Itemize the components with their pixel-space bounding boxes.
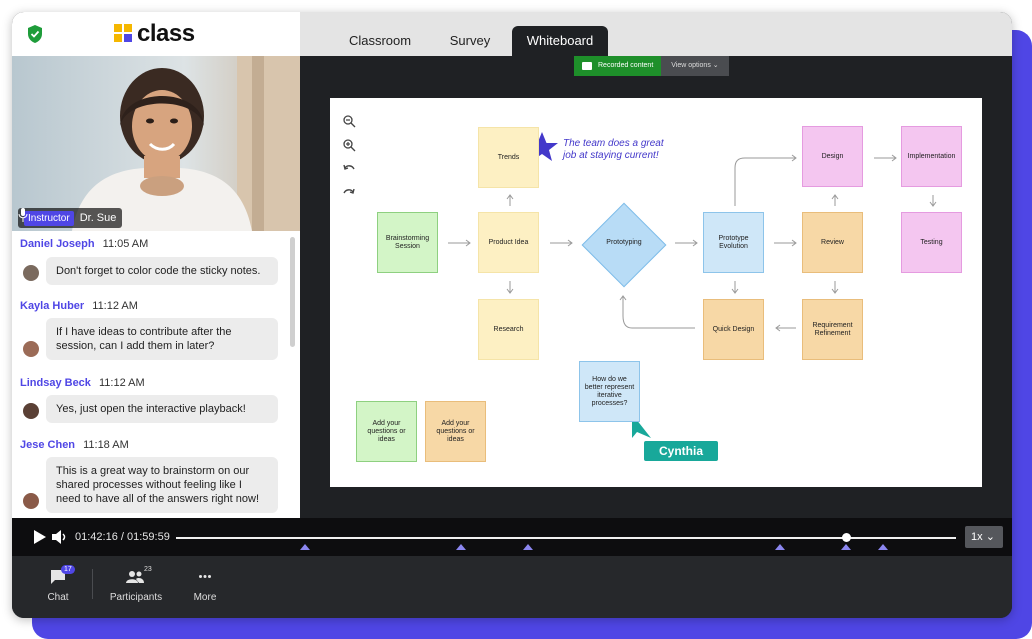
instructor-video-image <box>12 56 300 231</box>
participants-button[interactable]: 23 Participants <box>106 566 166 603</box>
sticky-note-review[interactable]: Review <box>802 212 863 273</box>
message-time: 11:18 AM <box>83 439 129 451</box>
cursor-user-label: Cynthia <box>644 441 718 461</box>
sticky-note-product-idea[interactable]: Product Idea <box>478 212 539 273</box>
sticky-note-implementation[interactable]: Implementation <box>901 126 962 187</box>
chevron-down-icon: ⌄ <box>985 531 995 543</box>
sticky-note-testing[interactable]: Testing <box>901 212 962 273</box>
avatar <box>23 403 39 419</box>
message-header: Lindsay Beck 11:12 AM <box>20 377 145 389</box>
sticky-note-question[interactable]: How do we better represent iterative pro… <box>579 361 640 422</box>
message-bubble: If I have ideas to contribute after the … <box>46 318 278 360</box>
zoom-in-icon[interactable] <box>342 138 356 152</box>
instructor-name-tag: Instructor Dr. Sue <box>18 208 123 228</box>
participants-label: Participants <box>109 592 163 603</box>
view-options-label: View options <box>671 62 711 69</box>
sticky-note-requirement-refinement[interactable]: Requirement Refinement <box>802 299 863 360</box>
recorded-content-label: Recorded content <box>598 62 654 69</box>
message-time: 11:12 AM <box>98 377 145 389</box>
message-header: Jese Chen 11:18 AM <box>20 439 129 451</box>
sticky-note-trends[interactable]: Trends <box>478 127 539 188</box>
chat-count-badge: 17 <box>61 565 75 574</box>
tab-survey[interactable]: Survey <box>449 33 491 48</box>
message-bubble: Yes, just open the interactive playback! <box>46 395 278 423</box>
redo-icon[interactable] <box>342 186 356 200</box>
tab-classroom[interactable]: Classroom <box>348 33 412 48</box>
progress-knob[interactable] <box>842 533 851 542</box>
divider <box>92 569 93 599</box>
chat-icon <box>51 570 65 584</box>
message-header: Daniel Joseph 11:05 AM <box>20 238 148 250</box>
avatar <box>23 493 39 509</box>
sticky-note-design[interactable]: Design <box>802 126 863 187</box>
message-time: 11:12 AM <box>92 300 138 312</box>
logo: class <box>114 20 195 47</box>
microphone-icon <box>18 208 28 222</box>
chat-label: Chat <box>47 592 69 603</box>
instructor-name: Dr. Sue <box>79 212 117 224</box>
timeline-marker[interactable] <box>841 544 851 550</box>
avatar <box>23 341 39 357</box>
playback-speed-select[interactable]: 1x ⌄ <box>965 526 1003 548</box>
timeline-marker[interactable] <box>775 544 785 550</box>
logo-mark-icon <box>114 24 134 44</box>
chat-button[interactable]: 17 Chat <box>40 565 76 603</box>
chat-panel: Daniel Joseph 11:05 AM Don't forget to c… <box>12 231 300 518</box>
playback-time: 01:42:16 / 01:59:59 <box>75 531 170 543</box>
tab-whiteboard[interactable]: Whiteboard <box>512 26 608 56</box>
more-button[interactable]: More <box>188 566 222 603</box>
sticky-note-prototype-evolution[interactable]: Prototype Evolution <box>703 212 764 273</box>
bottom-toolbar: 17 Chat 23 Participants More <box>12 556 1012 618</box>
sticky-note-add-ideas-green[interactable]: Add your questions or ideas <box>356 401 417 462</box>
logo-text: class <box>137 20 195 47</box>
avatar <box>23 265 39 281</box>
sticky-note-quick-design[interactable]: Quick Design <box>703 299 764 360</box>
participants-count: 23 <box>144 566 152 573</box>
message-author[interactable]: Lindsay Beck <box>20 377 91 389</box>
annotation-text: The team does a great job at staying cur… <box>563 138 664 161</box>
header: class <box>12 12 300 56</box>
sticky-note-research[interactable]: Research <box>478 299 539 360</box>
sticky-note-brainstorming[interactable]: Brainstorming Session <box>377 212 438 273</box>
instructor-role-badge: Instructor <box>24 210 74 226</box>
message-header: Kayla Huber 11:12 AM <box>20 300 138 312</box>
progress-track[interactable] <box>176 537 956 539</box>
message-bubble: Don't forget to color code the sticky no… <box>46 257 278 285</box>
undo-icon[interactable] <box>342 162 356 176</box>
app-window: class Classroom Survey Whiteboard <box>12 12 1012 618</box>
recorded-content-badge: Recorded content <box>574 56 662 76</box>
message-bubble: This is a great way to brainstorm on our… <box>46 457 278 513</box>
shield-check-icon <box>28 25 42 43</box>
message-author[interactable]: Kayla Huber <box>20 300 85 312</box>
playback-speed-value: 1x <box>971 531 983 543</box>
sticky-note-add-ideas-orange[interactable]: Add your questions or ideas <box>425 401 486 462</box>
recording-controls: Recorded content View options ⌄ <box>574 56 729 76</box>
prototyping-label: Prototyping <box>606 239 642 246</box>
play-icon[interactable] <box>34 530 46 544</box>
playback-bar: 01:42:16 / 01:59:59 1x ⌄ <box>12 518 1012 556</box>
whiteboard-canvas[interactable]: Trends Brainstorming Session Product Ide… <box>330 98 982 487</box>
instructor-video[interactable]: Instructor Dr. Sue <box>12 56 300 231</box>
message-time: 11:05 AM <box>102 238 149 250</box>
tab-bar: Classroom Survey Whiteboard <box>300 12 1012 56</box>
chat-scrollbar[interactable] <box>290 237 295 347</box>
clapperboard-icon <box>582 62 592 70</box>
more-icon <box>199 575 211 578</box>
timeline-marker[interactable] <box>523 544 533 550</box>
volume-icon[interactable] <box>52 529 68 545</box>
participants-icon <box>126 571 144 583</box>
message-author[interactable]: Jese Chen <box>20 439 76 451</box>
message-author[interactable]: Daniel Joseph <box>20 238 95 250</box>
more-label: More <box>193 592 217 603</box>
view-options-button[interactable]: View options ⌄ <box>661 56 729 76</box>
zoom-out-icon[interactable] <box>342 114 356 128</box>
chevron-down-icon: ⌄ <box>712 62 719 69</box>
timeline-marker[interactable] <box>878 544 888 550</box>
timeline-marker[interactable] <box>456 544 466 550</box>
timeline-marker[interactable] <box>300 544 310 550</box>
